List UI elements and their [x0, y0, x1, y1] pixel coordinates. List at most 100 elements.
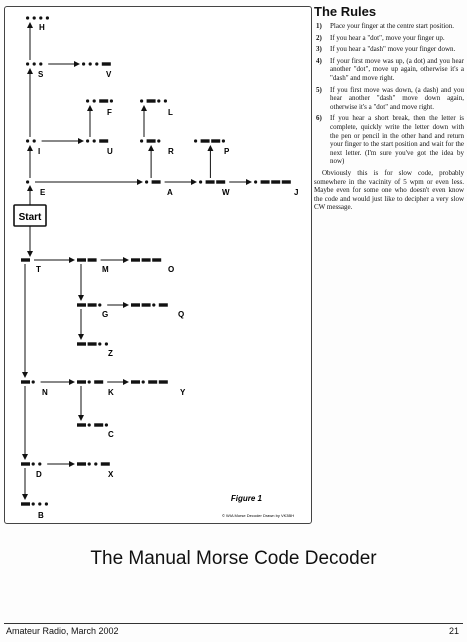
dash-symbol: [260, 180, 270, 184]
morse-code-f: [86, 99, 113, 103]
letter-label-h: H: [39, 23, 45, 32]
dot-symbol: [98, 342, 102, 346]
dot-symbol: [199, 180, 203, 184]
letter-label-d: D: [36, 470, 42, 479]
rule-number: 4): [316, 56, 322, 65]
morse-code-d: [21, 462, 42, 466]
rules-panel: The Rules 1)Place your finger at the cen…: [314, 4, 464, 212]
letter-label-n: N: [42, 388, 48, 397]
start-label: Start: [19, 212, 42, 223]
dash-symbol: [100, 462, 110, 466]
dot-symbol: [39, 16, 43, 20]
dot-symbol: [152, 303, 156, 307]
dot-symbol: [45, 16, 50, 20]
dot-symbol: [32, 16, 36, 20]
dash-symbol: [94, 423, 104, 427]
dot-symbol: [86, 139, 90, 143]
rule-text: If you first move was down, (a dash) and…: [330, 85, 464, 111]
morse-code-n: [21, 380, 35, 384]
dot-symbol: [98, 303, 102, 307]
rule-item: 4)If your first move was up, (a dot) and…: [314, 57, 464, 83]
letter-label-r: R: [168, 147, 174, 156]
dash-symbol: [77, 258, 86, 262]
figure-frame: [4, 6, 312, 524]
footer-publication: Amateur Radio, March 2002: [6, 626, 119, 636]
morse-code-i: [26, 139, 36, 143]
rules-note: Obviously this is for slow code, probabl…: [314, 168, 464, 212]
morse-code-h: [26, 16, 50, 20]
dash-symbol: [158, 380, 168, 384]
rule-number: 6): [316, 114, 322, 123]
dot-symbol: [31, 462, 35, 466]
morse-code-l: [140, 99, 167, 103]
dash-symbol: [211, 139, 221, 143]
dot-symbol: [221, 139, 225, 143]
figure-label: Figure 1: [231, 494, 263, 503]
morse-code-j: [254, 180, 291, 184]
morse-code-k: [77, 380, 104, 384]
dot-symbol: [163, 99, 167, 103]
dot-symbol: [39, 62, 43, 66]
dot-symbol: [87, 462, 91, 466]
morse-code-w: [199, 180, 226, 184]
letter-label-g: G: [102, 310, 108, 319]
dot-symbol: [32, 139, 36, 143]
rule-item: 1)Place your finger at the centre start …: [314, 22, 464, 31]
dot-symbol: [254, 180, 258, 184]
rules-list: 1)Place your finger at the centre start …: [314, 22, 464, 166]
letter-label-a: A: [167, 188, 173, 197]
dot-symbol: [87, 423, 91, 427]
morse-code-p: [194, 139, 225, 143]
dash-symbol: [77, 342, 86, 346]
rule-text: If you hear a "dash" move your finger do…: [330, 45, 456, 54]
dash-symbol: [21, 462, 30, 466]
morse-code-g: [77, 303, 102, 307]
letter-label-q: Q: [178, 310, 184, 319]
letter-label-e: E: [40, 188, 46, 197]
dot-symbol: [140, 139, 144, 143]
letter-label-y: Y: [180, 388, 186, 397]
dash-symbol: [216, 180, 226, 184]
dot-symbol: [194, 139, 198, 143]
morse-code-s: [26, 62, 43, 66]
letter-label-z: Z: [108, 349, 113, 358]
letter-label-w: W: [222, 188, 230, 197]
letter-label-o: O: [168, 265, 174, 274]
letter-label-c: C: [108, 430, 114, 439]
morse-code-c: [77, 423, 108, 427]
dash-symbol: [99, 99, 109, 103]
dot-symbol: [94, 462, 98, 466]
dot-symbol: [141, 380, 145, 384]
rules-title: The Rules: [314, 4, 377, 19]
dot-symbol: [140, 99, 144, 103]
dot-symbol: [92, 99, 96, 103]
dash-symbol: [94, 380, 104, 384]
dot-symbol: [44, 502, 49, 506]
morse-code-a: [145, 180, 161, 184]
rule-text: If you hear a short break, then the lett…: [330, 114, 464, 166]
dash-symbol: [141, 303, 151, 307]
dot-symbol: [87, 380, 91, 384]
letter-label-m: M: [102, 265, 109, 274]
dash-symbol: [205, 180, 215, 184]
dash-symbol: [146, 139, 156, 143]
letter-label-b: B: [38, 511, 44, 520]
dash-symbol: [141, 258, 151, 262]
dash-symbol: [87, 303, 97, 307]
dash-symbol: [151, 180, 161, 184]
dot-symbol: [38, 462, 42, 466]
morse-code-m: [77, 258, 97, 262]
dash-symbol: [200, 139, 210, 143]
dot-symbol: [95, 62, 99, 66]
letter-label-l: L: [168, 108, 173, 117]
letter-label-t: T: [36, 265, 41, 274]
dot-symbol: [157, 99, 161, 103]
letter-label-j: J: [294, 188, 298, 197]
dot-symbol: [88, 62, 92, 66]
dash-symbol: [77, 462, 86, 466]
dot-symbol: [26, 62, 30, 66]
dash-symbol: [146, 99, 156, 103]
dot-symbol: [26, 180, 30, 184]
dot-symbol: [157, 139, 161, 143]
dash-symbol: [87, 258, 97, 262]
